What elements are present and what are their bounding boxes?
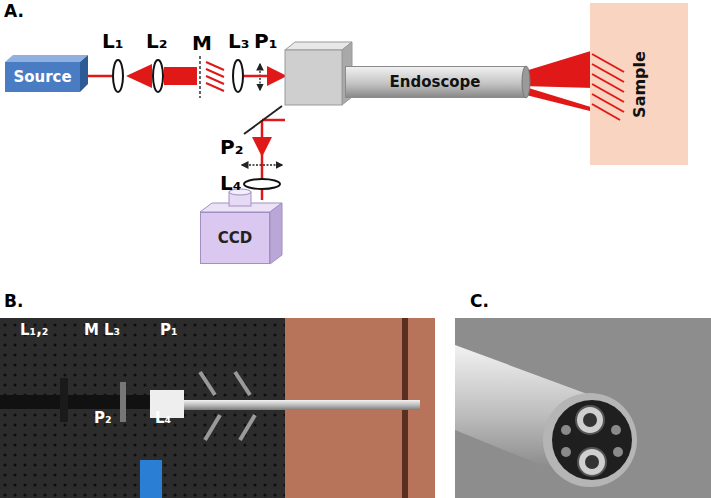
- endoscope-rim: [543, 393, 637, 487]
- component-label: L₄: [220, 172, 242, 194]
- panel-letter: C.: [470, 292, 489, 311]
- polarizer-symbol: [242, 164, 282, 165]
- node-text: Source: [13, 68, 71, 86]
- panel-letter: A.: [4, 2, 24, 21]
- ccd-camera-box: CCD: [200, 212, 270, 264]
- sample-block: Sample: [590, 3, 688, 165]
- lens-symbol: [233, 60, 243, 92]
- component-label: P₂: [220, 136, 243, 158]
- light-source-box: Source: [5, 62, 80, 92]
- tip-photo: [455, 318, 711, 498]
- component-label: P₁: [160, 322, 178, 339]
- source-top-face: [5, 55, 88, 62]
- component-label: P₂: [94, 410, 112, 427]
- ccd-side-face: [270, 203, 282, 264]
- camera-head-top: [285, 42, 352, 50]
- component-label: L₃: [228, 30, 250, 52]
- laser-beam: [244, 75, 282, 78]
- tip-lens: [585, 455, 599, 469]
- component-label: L₁: [102, 30, 124, 52]
- component-label: M: [192, 32, 212, 54]
- tip-lens: [583, 413, 597, 427]
- tip-lens: [576, 406, 604, 434]
- optical-rail: [0, 395, 150, 409]
- mask-symbol: [199, 56, 201, 98]
- component-label: L₃: [104, 322, 120, 339]
- projected-pattern: [592, 54, 624, 120]
- component-label: P₁: [254, 30, 277, 52]
- node-text: CCD: [218, 229, 252, 247]
- endoscope-tip: [552, 400, 632, 480]
- panel-letter: B.: [4, 292, 23, 311]
- endoscope-cylinder: Endoscope: [345, 66, 525, 98]
- component-label: L₂: [146, 30, 168, 52]
- lens-symbol: [244, 179, 280, 189]
- expanding-beam: [126, 64, 152, 88]
- node-text: Endoscope: [389, 73, 480, 91]
- mount: [60, 378, 68, 422]
- component-label: L₄: [155, 410, 171, 427]
- lens-symbol: [153, 60, 163, 92]
- beam-splitter: [244, 106, 282, 134]
- camera-photo: [140, 460, 162, 498]
- return-beam: [261, 120, 264, 152]
- node-text: Sample: [630, 51, 649, 118]
- fiber-ports: [561, 425, 623, 457]
- lens-symbol: [113, 60, 123, 92]
- return-beam: [261, 154, 264, 200]
- reflection-cone: [522, 86, 594, 108]
- collimated-beam: [164, 67, 197, 85]
- mount: [120, 382, 126, 422]
- laser-beam: [88, 75, 114, 78]
- endoscope-rod: [184, 400, 420, 410]
- tip-lens: [578, 448, 606, 476]
- component-label: M: [84, 322, 99, 339]
- endoscope-tip-face: [522, 66, 530, 98]
- illumination-cone: [522, 50, 594, 112]
- structured-light: [206, 62, 224, 91]
- clamps: [200, 372, 255, 440]
- camera-head: [285, 50, 342, 105]
- source-side-face: [80, 55, 88, 92]
- component-label: L₁,₂: [20, 322, 48, 339]
